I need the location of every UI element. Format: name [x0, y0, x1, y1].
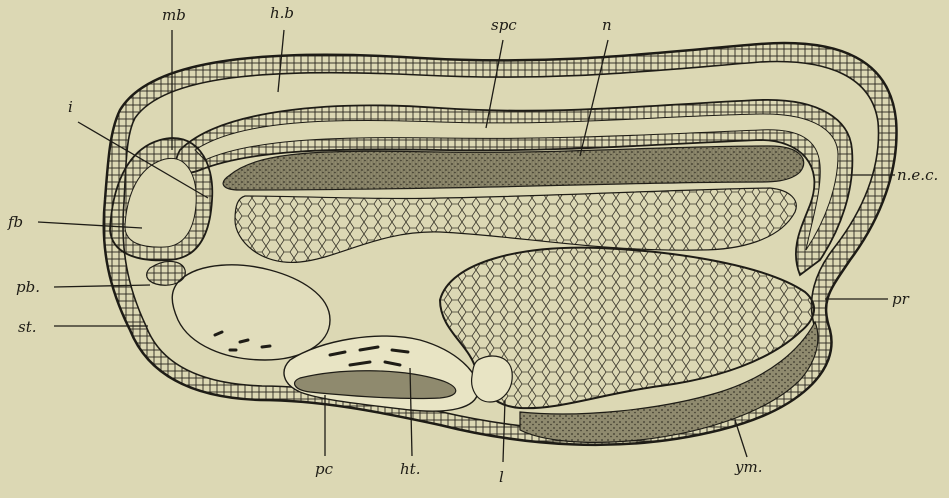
label-midbrain: mb [162, 8, 186, 23]
label-hindbrain: h.b [270, 6, 294, 21]
label-spinal-cord: spc [491, 18, 517, 33]
label-stomodeum: st. [18, 320, 37, 335]
label-infundibulum: i [68, 100, 73, 115]
label-pituitary-body: pb. [16, 280, 40, 295]
label-pericardial-cavity: pc [315, 462, 333, 477]
label-notochord: n [602, 18, 612, 33]
label-neurenteric-canal: n.e.c. [897, 168, 938, 183]
label-liver: l [499, 470, 504, 485]
label-proctodeum: pr [892, 292, 909, 307]
label-heart: ht. [400, 462, 420, 477]
label-forebrain: fb [8, 215, 23, 230]
label-yolk-mass: ym. [735, 460, 762, 475]
